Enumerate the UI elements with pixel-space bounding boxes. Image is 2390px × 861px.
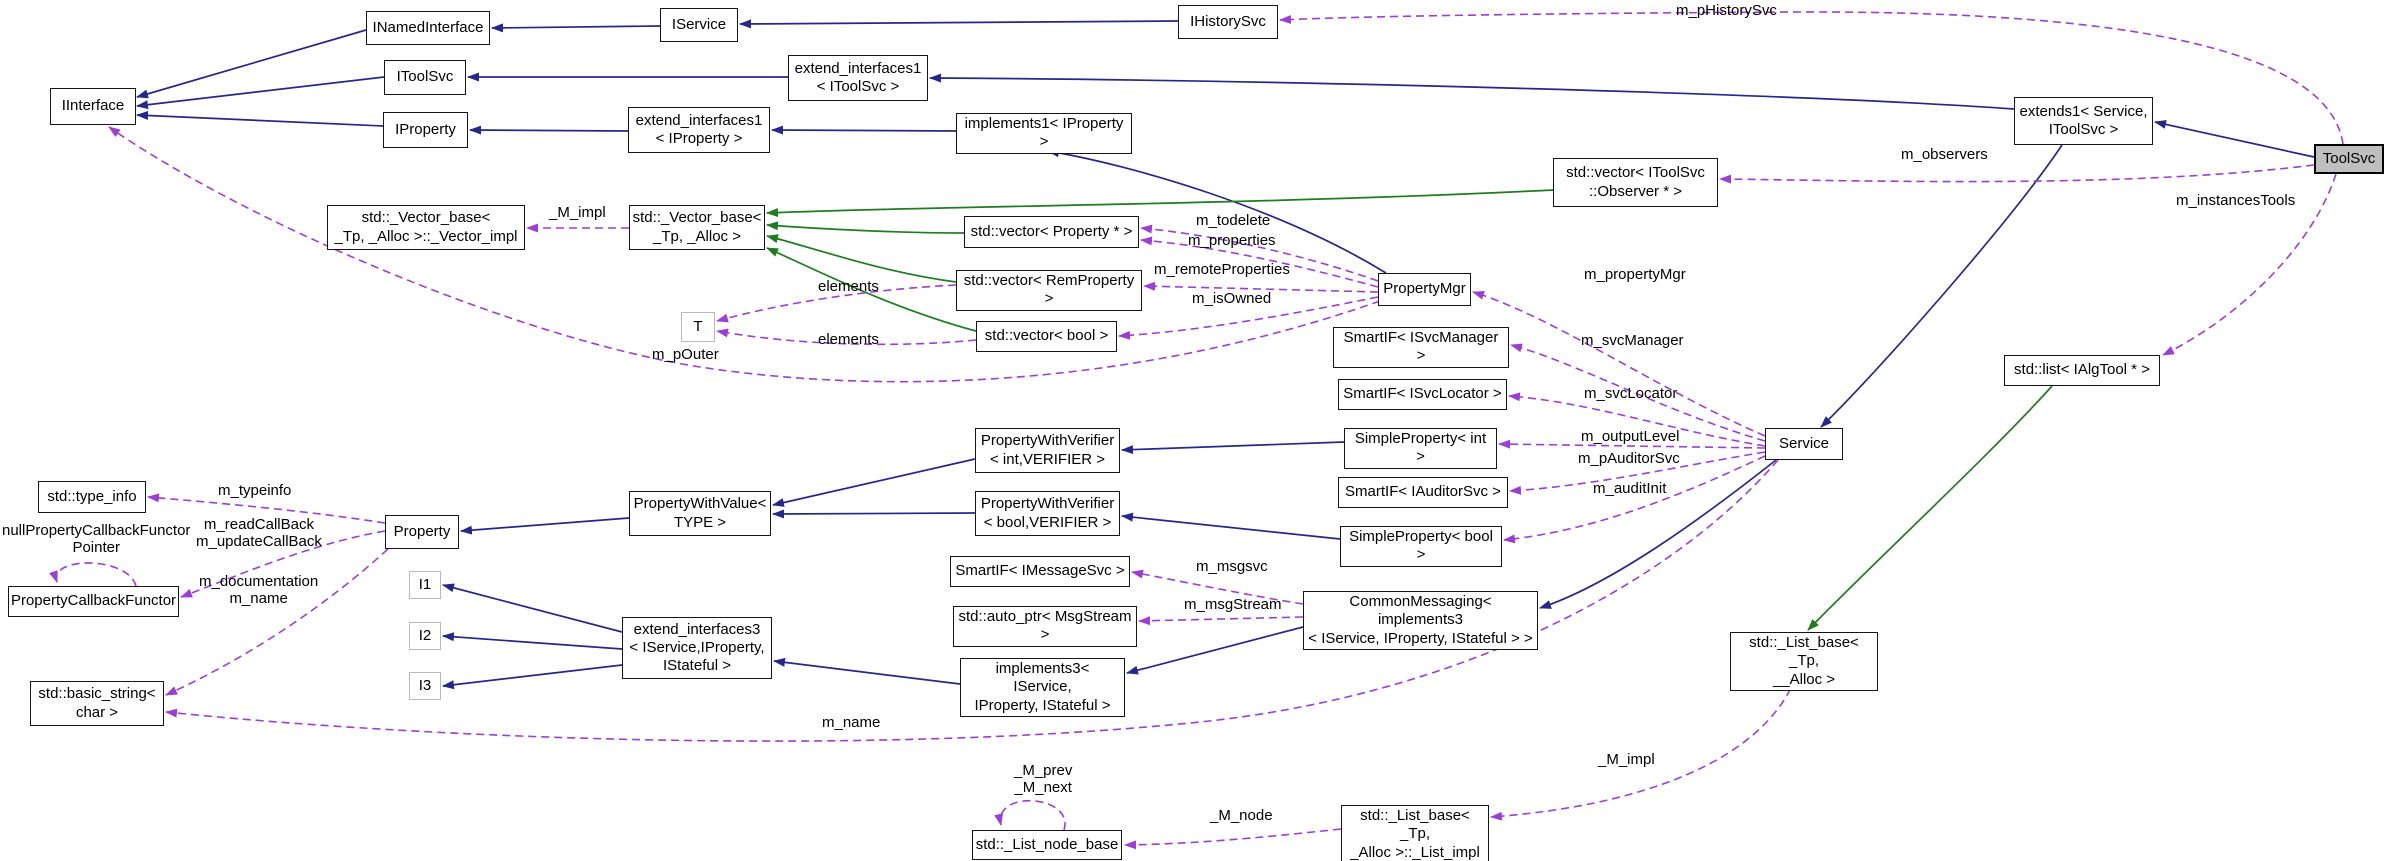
edge-property-to-typeinfo — [147, 493, 386, 524]
edge-property-to-pcf — [180, 530, 386, 598]
edge-propertymgr-to-vec_remproperty — [1143, 281, 1379, 293]
class-node-list_ialgtool[interactable]: std::list< IAlgTool * > — [2004, 355, 2160, 386]
edge-toolsvc-to-list_ialgtool — [2162, 173, 2337, 356]
edge-simpleprop_int-to-pwverif_int — [1121, 441, 1345, 455]
class-node-smartif_imessagesvc[interactable]: SmartIF< IMessageSvc > — [950, 556, 1130, 587]
edge-propertymgr-to-vec_property — [1140, 236, 1379, 288]
edge-propertymgr-to-iinterface — [108, 126, 1381, 383]
class-node-extint1_iproperty[interactable]: extend_interfaces1 < IProperty > — [628, 107, 770, 153]
edge-extint3-to-i1 — [442, 583, 623, 633]
class-node-iservice[interactable]: IService — [660, 8, 738, 42]
edge-inamedinterface-to-iinterface — [136, 29, 367, 99]
edge-ihistorysvc-to-iservice — [739, 19, 1179, 29]
edge-pwv-to-property — [460, 517, 630, 535]
edge-itoolsvc-to-iinterface — [136, 76, 385, 110]
edge-list_ialgtool-to-listbase — [1807, 385, 2053, 631]
class-node-i2[interactable]: I2 — [409, 622, 441, 650]
class-node-propertymgr[interactable]: PropertyMgr — [1378, 273, 1471, 306]
class-node-vec_property[interactable]: std::vector< Property * > — [964, 216, 1139, 248]
edge-iproperty-to-iinterface — [136, 110, 384, 127]
edge-service-to-smartif_isvclocator — [1508, 392, 1766, 447]
class-node-simpleprop_bool[interactable]: SimpleProperty< bool > — [1340, 526, 1502, 567]
class-node-pwverif_bool[interactable]: PropertyWithVerifier < bool,VERIFIER > — [975, 491, 1120, 536]
class-node-implements3[interactable]: implements3< IService, IProperty, IState… — [960, 658, 1125, 717]
edge-extint3-to-i2 — [442, 632, 623, 650]
edge-commonmessaging-to-implements3 — [1126, 626, 1304, 675]
edge-vec_property-to-vbase — [766, 221, 965, 234]
edge-vec_bool-to-vbase — [766, 247, 977, 332]
class-node-listnodebase[interactable]: std::_List_node_base — [972, 830, 1122, 860]
class-node-pwverif_int[interactable]: PropertyWithVerifier < int,VERIFIER > — [975, 428, 1120, 473]
edge-commonmessaging-to-smartif_imessagesvc — [1131, 569, 1304, 605]
edge-pwverif_int-to-pwv — [772, 458, 976, 507]
edge-pwverif_bool-to-pwv — [772, 509, 976, 519]
class-node-property[interactable]: Property — [385, 515, 459, 549]
edge-toolsvc-to-extends1 — [2154, 119, 2315, 158]
edge-service-to-smartif_iauditorsvc — [1509, 451, 1766, 495]
edge-service-to-smartif_isvcmanager — [1510, 343, 1766, 442]
class-node-listbase[interactable]: std::_List_base< _Tp, __Alloc > — [1730, 632, 1878, 691]
edge-commonmessaging-to-autoptr_msgstream — [1138, 616, 1304, 626]
edge-property-to-basicstring — [165, 548, 389, 696]
class-node-vec_bool[interactable]: std::vector< bool > — [976, 321, 1117, 352]
edge-service-to-basicstring — [165, 459, 1779, 742]
edge-implements1-to-extint1_iproperty — [771, 125, 957, 135]
class-node-extint1_itoolsvc[interactable]: extend_interfaces1 < IToolSvc > — [788, 55, 928, 101]
class-node-i3[interactable]: I3 — [409, 672, 441, 700]
class-node-smartif_iauditorsvc[interactable]: SmartIF< IAuditorSvc > — [1338, 477, 1508, 508]
class-node-vec_observer[interactable]: std::vector< IToolSvc ::Observer * > — [1553, 158, 1718, 207]
edge-extint1_iproperty-to-iproperty — [469, 125, 629, 135]
edge-service-to-simpleprop_bool — [1503, 455, 1766, 544]
class-node-toolsvc[interactable]: ToolSvc — [2314, 144, 2384, 174]
edge-vec_remproperty-to-vbase — [766, 234, 957, 283]
class-node-i1[interactable]: I1 — [409, 571, 441, 599]
class-node-vbase[interactable]: std::_Vector_base< _Tp, _Alloc > — [629, 205, 765, 250]
class-node-service[interactable]: Service — [1765, 428, 1843, 460]
edge-service-to-commonmessaging — [1539, 459, 1777, 609]
class-node-implements1[interactable]: implements1< IProperty > — [956, 113, 1132, 154]
class-node-iproperty[interactable]: IProperty — [383, 112, 468, 148]
class-node-smartif_isvcmanager[interactable]: SmartIF< ISvcManager > — [1333, 327, 1509, 368]
edge-vec_bool-to-t — [716, 328, 977, 346]
class-node-commonmessaging[interactable]: CommonMessaging< implements3 < IService,… — [1303, 591, 1538, 650]
class-node-t[interactable]: T — [681, 312, 715, 342]
edge-toolsvc-to-vec_observer — [1719, 164, 2315, 184]
edge-iservice-to-inamedinterface — [491, 23, 661, 33]
class-node-extends1[interactable]: extends1< Service, IToolSvc > — [2014, 97, 2153, 145]
class-node-iinterface[interactable]: IInterface — [50, 88, 136, 125]
edge-pcf-to-pcf — [49, 562, 137, 587]
class-node-vbase_impl[interactable]: std::_Vector_base< _Tp, _Alloc >::_Vecto… — [327, 205, 525, 250]
edge-listbase-to-listbase_impl — [1490, 676, 1797, 821]
edge-toolsvc-to-ihistorysvc — [1279, 11, 2344, 145]
class-node-extint3[interactable]: extend_interfaces3 < IService,IProperty,… — [622, 617, 772, 679]
class-node-ihistorysvc[interactable]: IHistorySvc — [1178, 5, 1278, 39]
class-node-pcf[interactable]: PropertyCallbackFunctor — [8, 586, 179, 617]
edge-propertymgr-to-vec_bool — [1118, 296, 1379, 340]
class-node-typeinfo[interactable]: std::type_info — [38, 481, 146, 513]
class-node-inamedinterface[interactable]: INamedInterface — [366, 11, 490, 45]
class-node-pwv[interactable]: PropertyWithValue< TYPE > — [629, 491, 771, 536]
class-node-itoolsvc[interactable]: IToolSvc — [384, 60, 466, 95]
edge-extends1-to-service — [1820, 144, 2063, 428]
edge-vec_remproperty-to-t — [716, 284, 957, 323]
edge-extint3-to-i3 — [442, 664, 623, 690]
edge-implements3-to-extint3 — [773, 657, 961, 685]
edge-service-to-propertymgr — [1472, 290, 1766, 437]
edge-propertymgr-to-implements1 — [1047, 148, 1387, 274]
class-node-listbase_impl[interactable]: std::_List_base< _Tp, _Alloc >::_List_im… — [1341, 805, 1489, 861]
edge-propertymgr-to-vec_property — [1140, 224, 1379, 282]
class-node-basicstring[interactable]: std::basic_string< char > — [30, 681, 164, 726]
class-node-vec_remproperty[interactable]: std::vector< RemProperty > — [956, 270, 1142, 311]
class-node-smartif_isvclocator[interactable]: SmartIF< ISvcLocator > — [1338, 379, 1507, 410]
edge-listbase_impl-to-listnodebase — [1124, 828, 1342, 850]
edge-simpleprop_bool-to-pwverif_bool — [1121, 512, 1341, 540]
edge-vec_observer-to-vbase — [766, 189, 1554, 218]
class-node-simpleprop_int[interactable]: SimpleProperty< int > — [1344, 428, 1497, 469]
edge-listnodebase-to-listnodebase — [994, 799, 1066, 831]
edge-extends1-to-extint1_itoolsvc — [929, 73, 2015, 110]
class-node-autoptr_msgstream[interactable]: std::auto_ptr< MsgStream > — [953, 606, 1137, 647]
edge-service-to-simpleprop_int — [1498, 439, 1766, 449]
